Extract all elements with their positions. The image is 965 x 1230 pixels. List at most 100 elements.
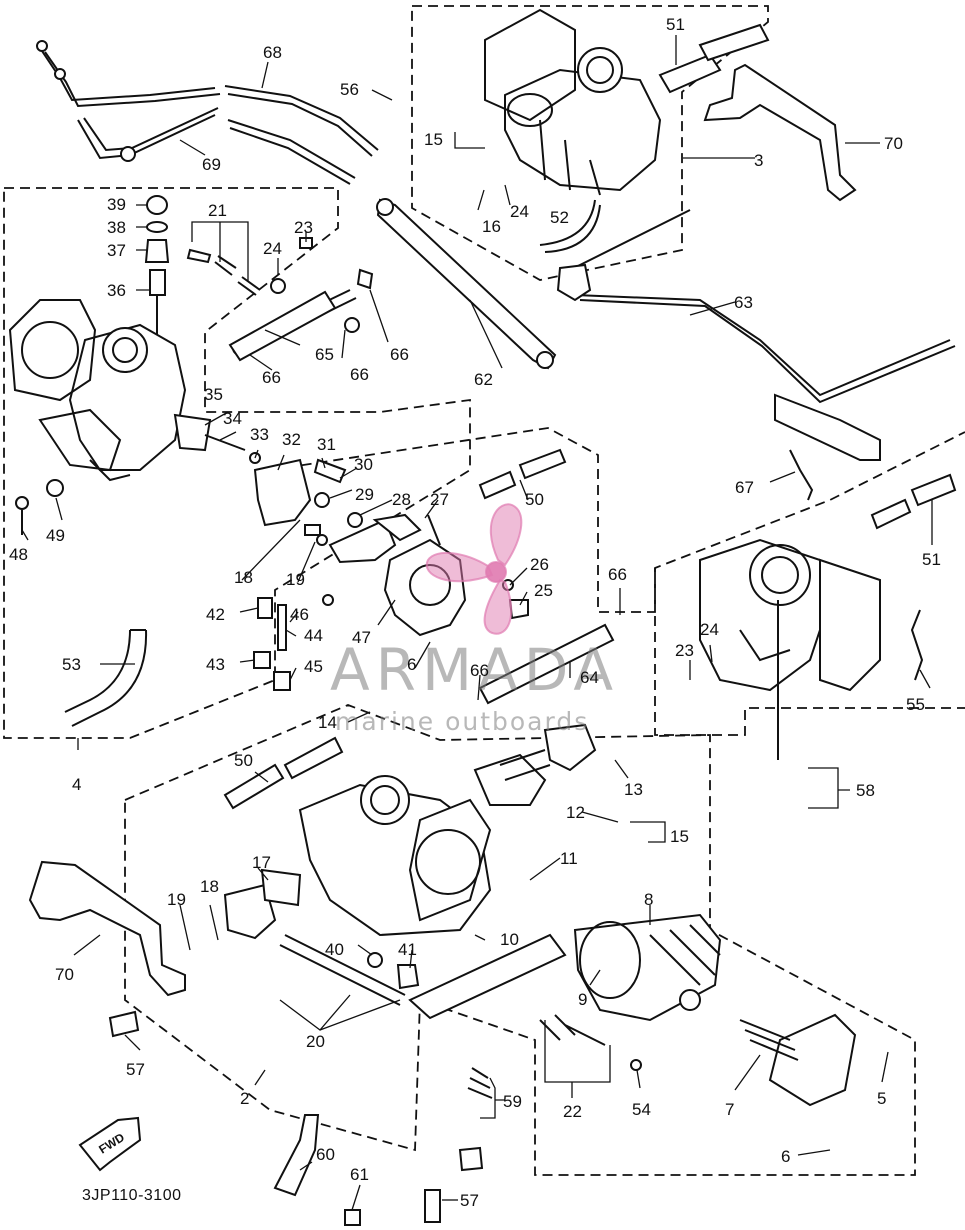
part-label: 43 bbox=[206, 655, 225, 674]
part-label: 13 bbox=[624, 780, 643, 799]
part-label: 47 bbox=[352, 628, 371, 647]
armada-watermark: ARMADA marine outboards bbox=[330, 503, 619, 736]
boundary-right-assembly bbox=[654, 568, 965, 736]
part-label: 31 bbox=[317, 435, 336, 454]
part-label: 59 bbox=[503, 1092, 522, 1111]
part-label: 42 bbox=[206, 605, 225, 624]
part-label: 9 bbox=[578, 990, 587, 1009]
fuel-hoses bbox=[36, 40, 379, 185]
part-label: 34 bbox=[223, 409, 242, 428]
part-label: 37 bbox=[107, 241, 126, 260]
part-label: 3 bbox=[754, 151, 763, 170]
part-label: 60 bbox=[316, 1145, 335, 1164]
part-label: 22 bbox=[563, 1102, 582, 1121]
carburetor-top bbox=[484, 8, 770, 253]
float-bowl-parts bbox=[108, 868, 642, 1226]
part-label: 27 bbox=[430, 490, 449, 509]
part-label: 25 bbox=[534, 581, 553, 600]
part-label: 57 bbox=[460, 1191, 479, 1210]
part-label: 40 bbox=[325, 940, 344, 959]
part-label: 18 bbox=[234, 568, 253, 587]
part-label: 2 bbox=[240, 1089, 249, 1108]
part-label: 16 bbox=[482, 217, 501, 236]
part-label: 51 bbox=[666, 15, 685, 34]
part-label: 24 bbox=[700, 620, 719, 639]
part-label: 4 bbox=[72, 775, 81, 794]
part-label: 41 bbox=[398, 940, 417, 959]
part-label: 65 bbox=[315, 345, 334, 364]
part-label: 66 bbox=[390, 345, 409, 364]
part-label: 29 bbox=[355, 485, 374, 504]
vent-tubes bbox=[223, 290, 957, 810]
part-label: 51 bbox=[922, 550, 941, 569]
part-label: 15 bbox=[670, 827, 689, 846]
part-label: 36 bbox=[107, 281, 126, 300]
watermark-brand: ARMADA bbox=[330, 636, 619, 704]
boundary-upper-right bbox=[269, 427, 965, 613]
part-label: 35 bbox=[204, 385, 223, 404]
carburetor-left bbox=[8, 269, 187, 482]
part-label: 55 bbox=[906, 695, 925, 714]
fwd-arrow-icon: FWD bbox=[78, 1116, 142, 1172]
carburetor-lower bbox=[298, 723, 597, 937]
part-label: 46 bbox=[290, 605, 309, 624]
part-label: 5 bbox=[877, 1089, 886, 1108]
part-label: 56 bbox=[340, 80, 359, 99]
watermark-tagline: marine outboards bbox=[335, 707, 589, 736]
part-label: 24 bbox=[263, 239, 282, 258]
part-label: 70 bbox=[884, 134, 903, 153]
part-label: 54 bbox=[632, 1100, 651, 1119]
part-label: 49 bbox=[46, 526, 65, 545]
part-label: 19 bbox=[167, 890, 186, 909]
drain-hose-53 bbox=[64, 629, 148, 727]
part-label: 18 bbox=[200, 877, 219, 896]
part-label: 28 bbox=[392, 490, 411, 509]
part-label: 44 bbox=[304, 626, 323, 645]
part-label: 30 bbox=[354, 455, 373, 474]
part-label: 39 bbox=[107, 195, 126, 214]
carburetor-right bbox=[699, 449, 924, 760]
part-label: 7 bbox=[725, 1100, 734, 1119]
boundary-assembly-2 bbox=[124, 704, 916, 1176]
part-label: 66 bbox=[350, 365, 369, 384]
propeller-logo-icon bbox=[425, 503, 523, 635]
part-label: 17 bbox=[252, 853, 271, 872]
part-label: 67 bbox=[735, 478, 754, 497]
part-label: 12 bbox=[566, 803, 585, 822]
part-label: 14 bbox=[318, 713, 337, 732]
part-label: 19 bbox=[286, 570, 305, 589]
part-label: 63 bbox=[734, 293, 753, 312]
part-label: 57 bbox=[126, 1060, 145, 1079]
part-label: 50 bbox=[525, 490, 544, 509]
part-label: 62 bbox=[474, 370, 493, 389]
part-label: 33 bbox=[250, 425, 269, 444]
part-label: 38 bbox=[107, 218, 126, 237]
part-label: 6 bbox=[407, 655, 416, 674]
part-label: 53 bbox=[62, 655, 81, 674]
part-label: 8 bbox=[644, 890, 653, 909]
jets-and-needles bbox=[253, 594, 334, 691]
bracket-70-lower bbox=[28, 860, 186, 997]
bracket-70-upper bbox=[703, 63, 857, 202]
boundary-assembly-4 bbox=[3, 187, 471, 739]
part-label: 66 bbox=[608, 565, 627, 584]
part-labels: 51 68 56 70 15 3 69 16 24 52 39 21 23 38… bbox=[9, 15, 941, 1210]
part-label: 52 bbox=[550, 208, 569, 227]
part-label: 45 bbox=[304, 657, 323, 676]
assembly-boundaries bbox=[3, 5, 965, 1176]
part-label: 50 bbox=[234, 751, 253, 770]
part-label: 15 bbox=[424, 130, 443, 149]
part-label: 24 bbox=[510, 202, 529, 221]
part-label: 11 bbox=[560, 849, 578, 868]
part-label: 64 bbox=[580, 668, 599, 687]
part-label: 6 bbox=[781, 1147, 790, 1166]
part-label: 66 bbox=[470, 661, 489, 680]
part-label: 26 bbox=[530, 555, 549, 574]
part-label: 20 bbox=[306, 1032, 325, 1051]
part-label: 23 bbox=[675, 641, 694, 660]
part-label: 61 bbox=[350, 1165, 369, 1184]
part-label: 48 bbox=[9, 545, 28, 564]
part-label: 10 bbox=[500, 930, 519, 949]
boundary-assembly-3 bbox=[411, 5, 769, 281]
